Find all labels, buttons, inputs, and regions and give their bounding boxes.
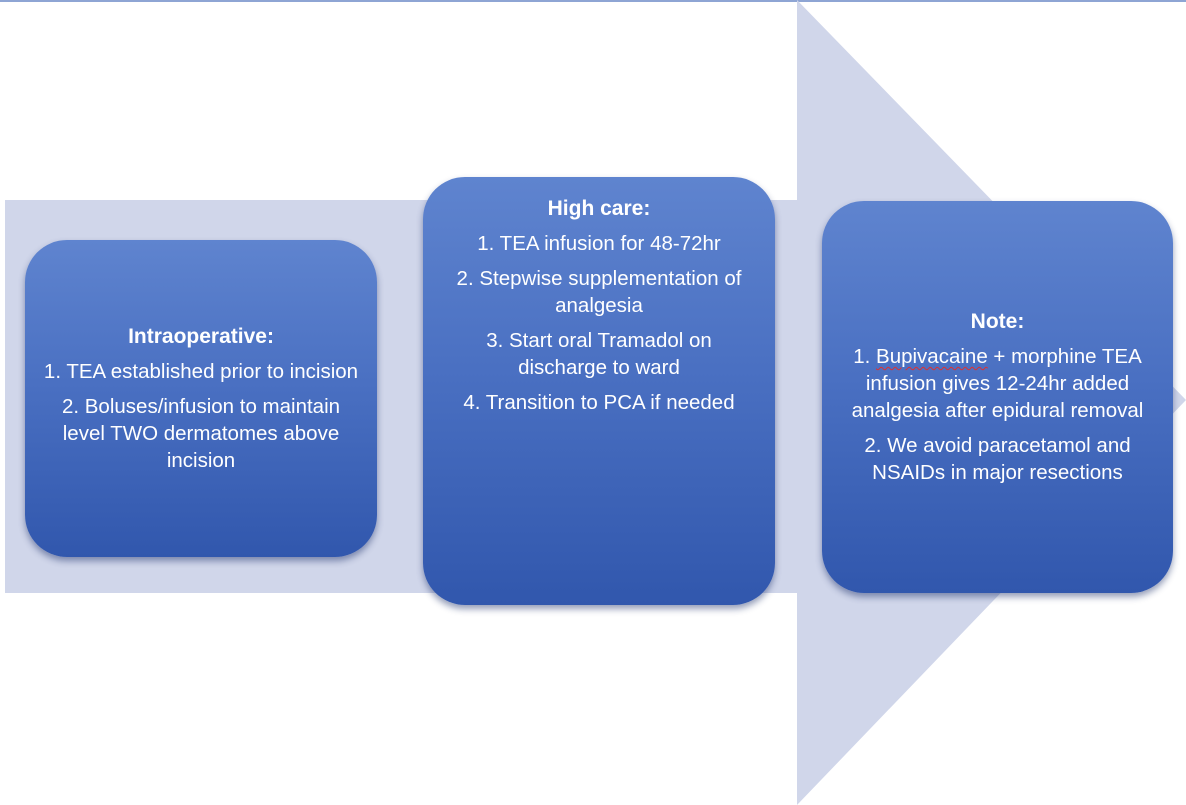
step-box-intraoperative: Intraoperative: 1. TEA established prior… [25, 240, 377, 557]
top-rule [0, 0, 1186, 2]
step-item: 3. Start oral Tramadol on discharge to w… [486, 329, 712, 379]
step-item: 4. Transition to PCA if needed [463, 391, 735, 414]
step-item: 1. TEA infusion for 48-72hr [477, 232, 721, 255]
step-item: 1. TEA established prior to incision [43, 360, 359, 383]
step-item: 2. We avoid paracetamol and NSAIDs in ma… [864, 434, 1131, 484]
spellcheck-underline: Bupivacaine [876, 345, 988, 368]
step-heading-intraoperative: Intraoperative: [128, 325, 274, 348]
step-box-high-care: High care: 1. TEA infusion for 48-72hr 2… [423, 177, 775, 605]
step-heading-high-care: High care: [547, 197, 651, 220]
step-item: 2. Boluses/infusion to maintain level TW… [61, 395, 341, 472]
step-box-note: Note: 1. Bupivacaine + morphine TEA infu… [822, 201, 1173, 593]
step-item: 1. Bupivacaine + morphine TEA infusion g… [851, 345, 1144, 422]
step-item: 2. Stepwise supplementation of analgesia [456, 267, 742, 317]
step-heading-note: Note: [970, 310, 1025, 333]
